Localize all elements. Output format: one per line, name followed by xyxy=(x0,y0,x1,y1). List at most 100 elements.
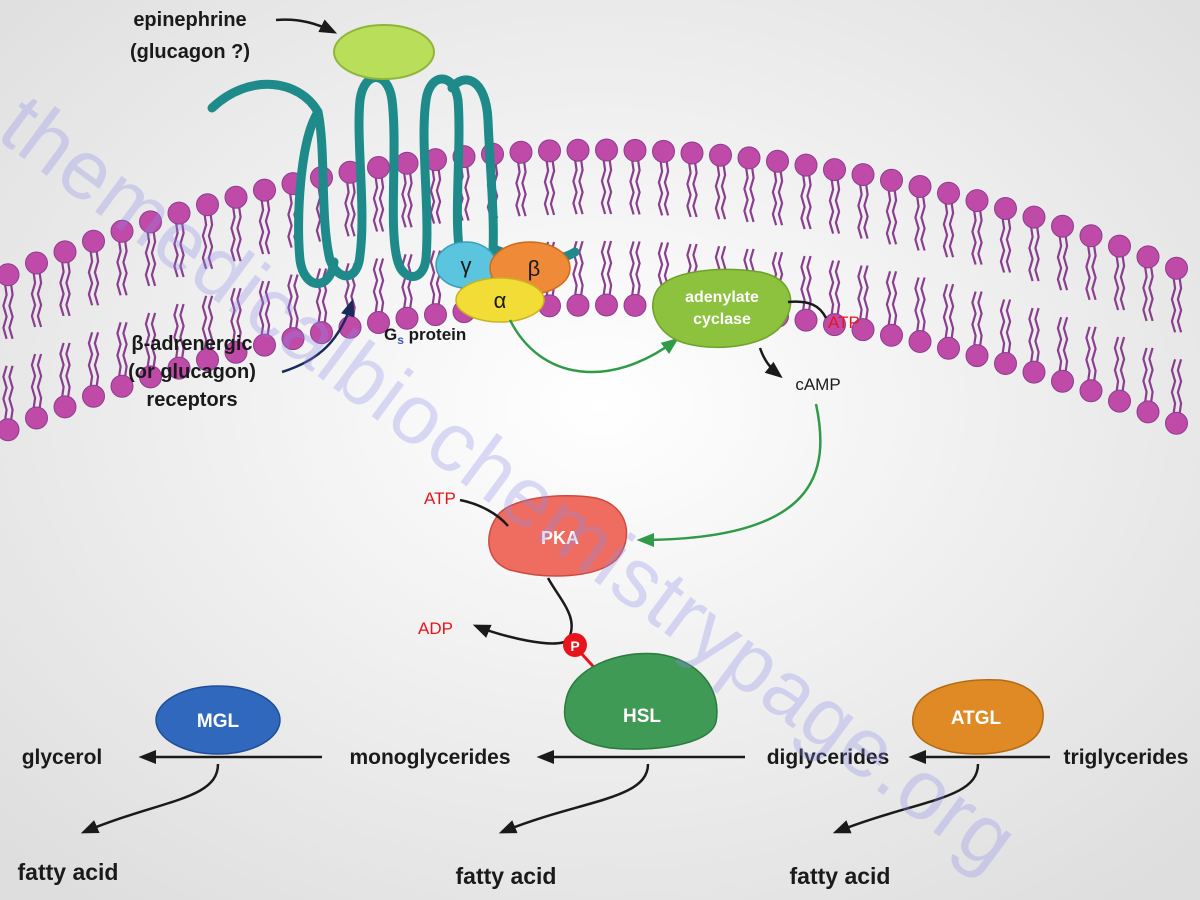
lipid-tail xyxy=(971,209,983,265)
lipid-head xyxy=(908,330,932,353)
alpha-label: α xyxy=(494,288,507,313)
pka-enzyme xyxy=(488,495,628,577)
lipid-tail xyxy=(1113,336,1126,393)
lipid-head xyxy=(994,352,1017,375)
atp-cyclase-label: ATP xyxy=(828,313,860,332)
lipid-head xyxy=(1022,360,1046,384)
lipid-head xyxy=(25,251,48,275)
receptor-arrow xyxy=(281,298,355,374)
lipid-head xyxy=(82,229,105,253)
lipid-tail xyxy=(173,221,185,278)
atp-to-pka-line xyxy=(459,498,509,527)
fatty-acid-arrow-hsl xyxy=(498,763,650,834)
lipid-tail xyxy=(2,283,14,340)
lipid-tail xyxy=(600,158,613,215)
lipid-head xyxy=(224,185,248,209)
epinephrine-arrow xyxy=(275,18,338,34)
lipid-head xyxy=(880,323,903,347)
lipid-tail xyxy=(87,250,100,306)
lipid-head xyxy=(965,344,989,368)
lipid-head xyxy=(1108,389,1131,413)
pka-label: PKA xyxy=(541,528,579,548)
atp-pka-label: ATP xyxy=(424,489,456,508)
receptor-label-line2: (or glucagon) xyxy=(128,361,256,383)
lipid-tail xyxy=(942,283,955,340)
lipid-head xyxy=(0,263,20,287)
lipid-head xyxy=(110,219,134,243)
lipid-tail xyxy=(1056,234,1069,291)
adp-label: ADP xyxy=(418,619,453,638)
fatty-acid-label-1: fatty acid xyxy=(18,859,119,885)
lipid-tail xyxy=(230,206,242,262)
adenylate-label: adenylate xyxy=(685,289,759,306)
lipid-head xyxy=(851,318,875,342)
lipid-head xyxy=(1051,369,1074,393)
lipid-head xyxy=(994,197,1017,220)
lipid-tail xyxy=(857,183,869,239)
lipid-head xyxy=(851,163,875,187)
lipid-head xyxy=(395,306,419,330)
lipid-head xyxy=(367,156,390,179)
lipid-head xyxy=(424,303,447,327)
glucagon-label: (glucagon ?) xyxy=(130,41,250,63)
lipid-tail xyxy=(857,265,869,321)
lipid-tail xyxy=(173,303,185,360)
gs-to-cyclase-arrow xyxy=(508,319,679,374)
lipid-head xyxy=(110,374,134,398)
lipid-tail xyxy=(999,299,1012,355)
lipid-tail xyxy=(30,353,43,410)
lipid-tail xyxy=(971,291,983,347)
lipid-head xyxy=(196,348,219,372)
lipid-tail xyxy=(828,178,841,234)
lipid-head xyxy=(0,418,20,442)
lipid-head xyxy=(937,181,960,205)
lipid-head xyxy=(509,140,533,164)
lipid-head xyxy=(1165,256,1188,280)
lipid-tail xyxy=(771,170,784,226)
hsl-label: HSL xyxy=(623,706,661,727)
lipid-tail xyxy=(999,217,1012,273)
lipid-tail xyxy=(59,342,71,399)
lipid-tail xyxy=(1170,277,1183,333)
receptor-label-line1: β-adrenergic xyxy=(131,333,252,355)
lipid-tail xyxy=(230,287,242,344)
lipid-head xyxy=(253,333,276,357)
lipid-head xyxy=(908,175,932,198)
lipid-tail xyxy=(600,240,613,297)
alpha-subunit xyxy=(455,277,545,323)
lipid-tail xyxy=(201,213,214,270)
lipid-tail xyxy=(1028,307,1040,364)
monoglycerides-label: monoglycerides xyxy=(349,746,510,769)
lipid-tail xyxy=(543,159,556,216)
phosphate-label: P xyxy=(570,638,579,654)
fatty-acid-arrow-atgl xyxy=(832,763,980,834)
lipid-head xyxy=(1108,234,1131,258)
gamma-label: γ xyxy=(461,253,472,278)
lipid-head xyxy=(595,138,618,162)
lipid-tail xyxy=(914,195,926,251)
fatty-acid-arrow-mgl xyxy=(80,763,220,834)
receptor-label-line3: receptors xyxy=(146,389,237,411)
lipid-head xyxy=(310,321,333,345)
lipid-head xyxy=(965,189,989,213)
lipid-tail xyxy=(515,161,527,217)
lipid-head xyxy=(196,193,219,217)
atp-to-cyclase-line xyxy=(787,300,828,319)
epinephrine-ligand xyxy=(333,24,435,80)
epinephrine-label: epinephrine xyxy=(133,9,246,31)
lipid-head xyxy=(709,143,732,167)
hsl-enzyme xyxy=(563,652,718,750)
lipid-tail xyxy=(30,271,43,328)
lipid-tail xyxy=(686,161,698,218)
lipid-head xyxy=(139,365,162,389)
cyclase-label: cyclase xyxy=(693,311,751,328)
lipid-tail xyxy=(201,295,214,352)
lipid-head xyxy=(652,139,675,163)
lipid-tail xyxy=(629,159,641,215)
lipid-tail xyxy=(372,258,385,314)
lipid-tail xyxy=(87,331,100,388)
lipid-tail xyxy=(629,241,641,297)
lipid-tail xyxy=(1028,225,1040,282)
lipid-tail xyxy=(714,164,727,220)
